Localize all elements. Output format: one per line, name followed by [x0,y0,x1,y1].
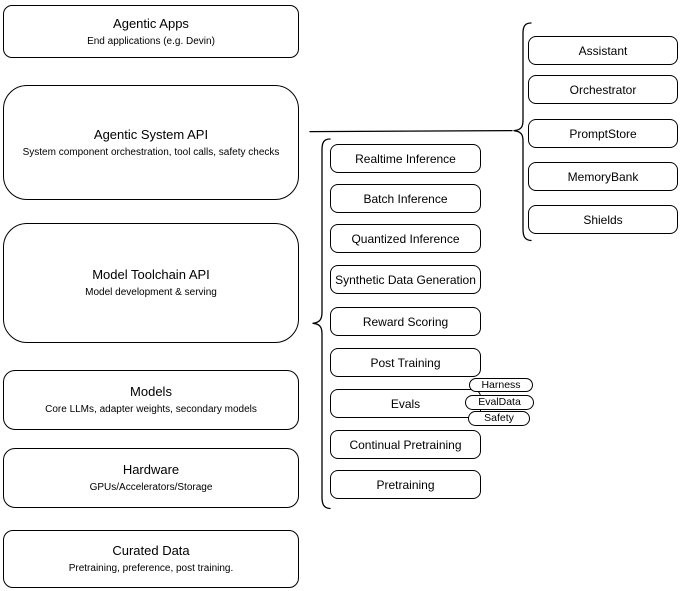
eval-tag-label: EvalData [478,396,521,408]
layer-title: Agentic Apps [113,15,189,31]
system-item-label: MemoryBank [567,169,639,184]
layer-model-toolchain-api: Model Toolchain API Model development & … [3,223,299,343]
eval-tag-label: Harness [481,378,521,391]
toolchain-item-label: Continual Pretraining [349,437,462,452]
layer-title: Model Toolchain API [92,267,210,282]
toolchain-item-synthetic-data-generation: Synthetic Data Generation [330,265,481,294]
toolchain-item-label: Synthetic Data Generation [335,272,476,287]
layer-title: Agentic System API [93,126,209,142]
eval-tag-label: Safety [484,412,514,424]
layer-agentic-apps: Agentic Apps End applications (e.g. Devi… [3,5,299,58]
layer-title: Hardware [122,462,180,477]
system-item-assistant: Assistant [528,36,678,65]
toolchain-item-pretraining: Pretraining [330,470,481,499]
toolchain-item-continual-pretraining: Continual Pretraining [330,430,481,459]
layer-title: Models [130,384,172,399]
toolchain-item-post-training: Post Training [330,348,481,377]
system-item-promptstore: PromptStore [528,119,678,148]
toolchain-item-label: Reward Scoring [362,314,449,329]
toolchain-item-batch-inference: Batch Inference [330,184,481,213]
layer-agentic-system-api: Agentic System API System component orch… [3,85,299,200]
system-item-label: Assistant [578,43,628,58]
layer-hardware: Hardware GPUs/Accelerators/Storage [3,448,299,508]
toolchain-item-quantized-inference: Quantized Inference [330,224,481,253]
layer-title: Curated Data [112,543,190,558]
toolchain-item-reward-scoring: Reward Scoring [330,307,481,336]
system-item-orchestrator: Orchestrator [528,75,678,104]
system-item-label: PromptStore [569,126,637,141]
layer-subtitle: GPUs/Accelerators/Storage [89,482,213,493]
system-item-memorybank: MemoryBank [528,162,678,191]
toolchain-item-label: Evals [390,396,421,411]
toolchain-item-label: Realtime Inference [355,151,456,166]
system-item-label: Orchestrator [569,82,637,97]
toolchain-item-evals: Evals [330,389,481,418]
toolchain-group-brace [312,138,331,510]
layer-subtitle: Pretraining, preference, post training. [68,563,234,574]
layer-subtitle: System component orchestration, tool cal… [22,146,280,158]
layer-curated-data: Curated Data Pretraining, preference, po… [3,530,299,588]
toolchain-item-label: Quantized Inference [351,231,460,246]
layer-subtitle: Core LLMs, adapter weights, secondary mo… [45,404,257,415]
toolchain-item-label: Pretraining [376,477,435,492]
eval-tag-safety: Safety [468,411,530,426]
system-item-label: Shields [583,212,623,227]
system-group-brace [513,22,532,242]
toolchain-item-realtime-inference: Realtime Inference [330,144,481,173]
layer-subtitle: Model development & serving [85,287,217,298]
system-item-shields: Shields [528,205,678,234]
layer-models: Models Core LLMs, adapter weights, secon… [3,370,299,430]
toolchain-item-label: Post Training [370,355,441,370]
toolchain-item-label: Batch Inference [363,191,448,206]
link-system-api-to-system-group [309,129,513,133]
layer-subtitle: End applications (e.g. Devin) [87,35,215,47]
eval-tag-evaldata: EvalData [465,395,534,410]
eval-tag-harness: Harness [469,378,533,392]
